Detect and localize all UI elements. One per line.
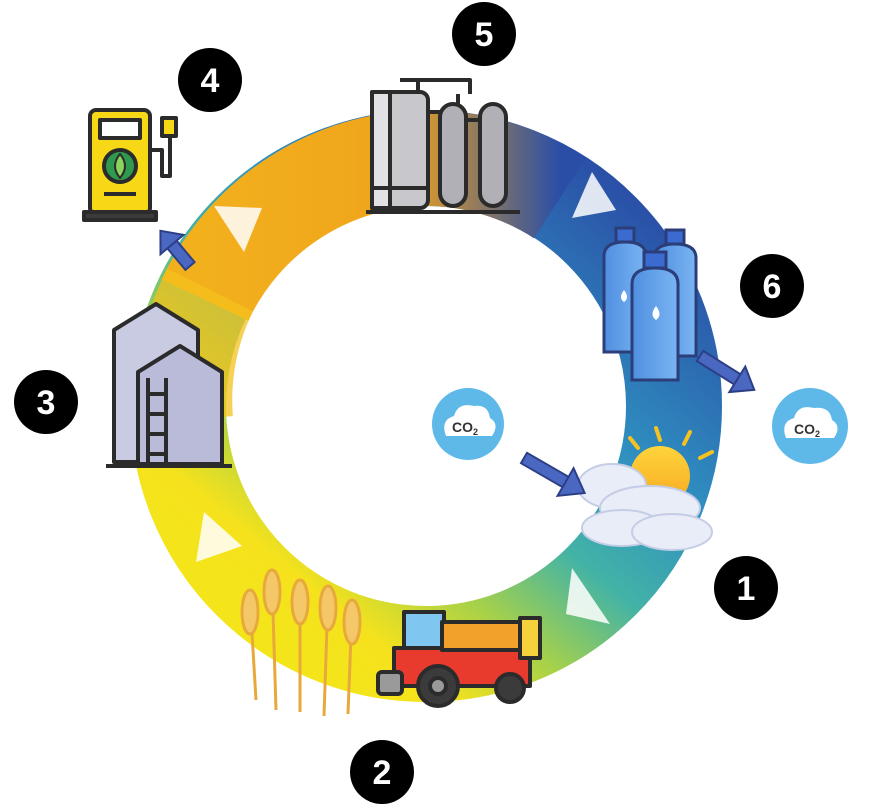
water-bottles-icon <box>602 226 698 382</box>
step-number-5: 5 <box>475 16 494 54</box>
step-badge-5: 5 <box>452 2 516 66</box>
wheat-stalks <box>240 568 362 717</box>
arrow-silo-to-pump <box>159 229 197 272</box>
ring-arrow-bottom-left <box>196 512 242 562</box>
cycle-ring <box>130 109 722 702</box>
step-number-6: 6 <box>763 268 782 306</box>
step-badge-6: 6 <box>740 254 804 318</box>
co2-label-left: CO2 <box>452 419 478 437</box>
flow-arrows <box>159 229 756 498</box>
biofuel-pump-icon <box>82 108 178 222</box>
co2-cloud-badge-right: CO2 <box>772 388 848 464</box>
refinery-tanks-icon <box>366 78 520 214</box>
co2-label-right: CO2 <box>794 421 820 439</box>
step-number-4: 4 <box>201 62 220 100</box>
harvester-wheat-icon <box>240 568 542 717</box>
step-badge-3: 3 <box>14 370 78 434</box>
ring-arrow-bottom-right <box>566 568 610 624</box>
step-badge-4: 4 <box>178 48 242 112</box>
grain-silo-icon <box>106 302 232 468</box>
arrow-co2-to-sun <box>519 451 587 498</box>
ring-arrow-top-left <box>214 206 262 252</box>
step-badge-1: 1 <box>714 556 778 620</box>
step-badge-2: 2 <box>350 740 414 804</box>
arrow-bottles-to-co2 <box>695 349 756 394</box>
step-number-2: 2 <box>373 754 392 792</box>
co2-cloud-badge-left: CO2 <box>432 388 504 460</box>
step-number-3: 3 <box>37 384 56 422</box>
sun-cloud-icon <box>577 426 714 551</box>
ring-arrow-top-right <box>572 172 616 218</box>
step-number-1: 1 <box>737 570 756 608</box>
ring-direction-arrows <box>196 172 616 624</box>
